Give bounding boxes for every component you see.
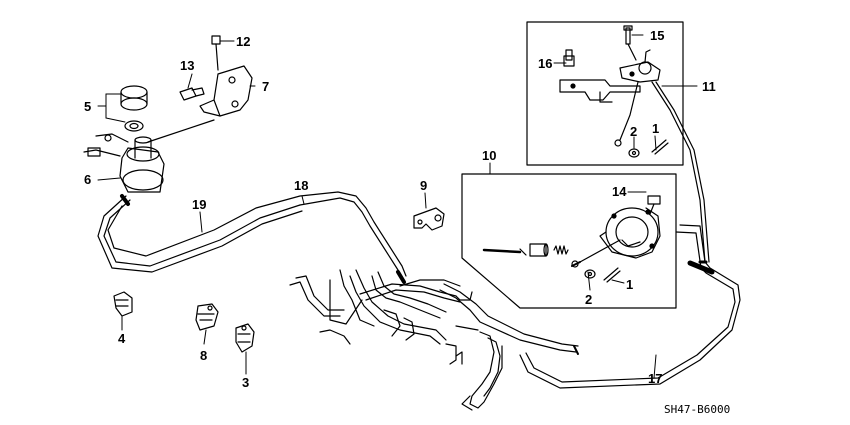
callout-2a: 2 (630, 124, 637, 139)
callout-9: 9 (420, 178, 427, 193)
callout-10: 10 (482, 148, 496, 163)
pipe-18 (299, 197, 403, 281)
callout-2b: 2 (585, 292, 592, 307)
washer-2a (628, 148, 640, 158)
callout-6: 6 (84, 172, 91, 187)
hose-connector (83, 133, 129, 157)
cotter-pin-1a (651, 139, 669, 155)
callout-12: 12 (236, 34, 250, 49)
callout-1b: 1 (626, 277, 633, 292)
bolt-12 (211, 35, 221, 45)
bracket-part-16 (559, 79, 641, 101)
callout-8: 8 (200, 348, 207, 363)
diagram-code: SH47-B6000 (664, 403, 730, 416)
callout-17: 17 (648, 371, 662, 386)
callout-15: 15 (650, 28, 664, 43)
leader-lines (97, 34, 698, 379)
clip-4 (113, 291, 133, 317)
callout-5: 5 (84, 99, 91, 114)
callout-7: 7 (262, 79, 269, 94)
actuator-10 (599, 207, 661, 259)
assembly-10-box (461, 173, 677, 309)
assembly-11-box (526, 21, 684, 166)
pipe-19 (103, 199, 301, 267)
clip-3 (235, 323, 255, 353)
callout-3: 3 (242, 375, 249, 390)
reservoir-cap-5 (120, 85, 148, 132)
callout-4: 4 (118, 331, 126, 346)
callout-13: 13 (180, 58, 194, 73)
actuator-11 (619, 61, 661, 83)
callout-11: 11 (702, 79, 716, 94)
callout-19: 19 (192, 197, 206, 212)
cable-17 (519, 224, 741, 389)
callout-16: 16 (538, 56, 552, 71)
pipe-bundle (289, 269, 579, 411)
callout-18: 18 (294, 178, 308, 193)
clip-9 (413, 207, 445, 231)
bracket-7 (199, 65, 253, 117)
rod-pin (482, 248, 522, 254)
callout-1a: 1 (652, 121, 659, 136)
bolt-15 (625, 27, 631, 45)
bolt-14 (647, 195, 661, 205)
plug-13 (179, 87, 205, 101)
clip-8 (195, 303, 219, 331)
master-cylinder-6 (119, 136, 165, 193)
callout-14: 14 (612, 184, 627, 199)
spring (553, 245, 569, 255)
washer-2b (584, 269, 596, 279)
bolt-16 (565, 49, 573, 61)
cotter-pin-1b (603, 267, 621, 283)
